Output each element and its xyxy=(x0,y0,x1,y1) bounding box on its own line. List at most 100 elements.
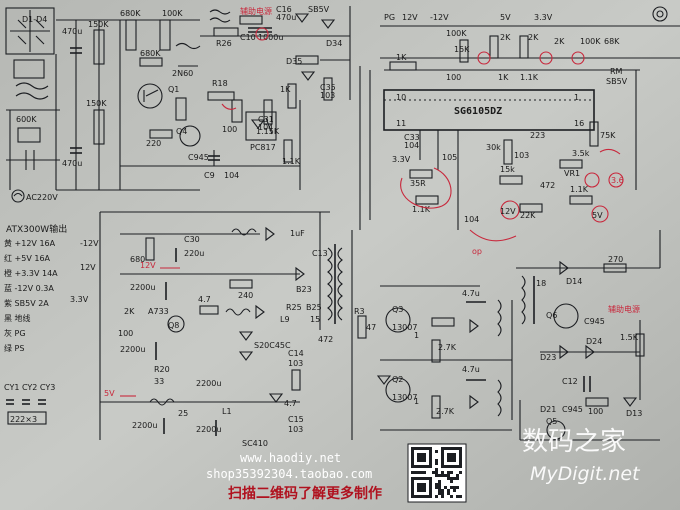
r-240-label: 240 xyxy=(238,291,253,300)
r-11k-top: 1.1K xyxy=(520,73,539,82)
r20-label: R20 xyxy=(154,365,170,374)
r-15k-right: 1.5K xyxy=(620,333,639,342)
c-223-label: 223 xyxy=(530,131,545,140)
b23-label: B23 xyxy=(296,285,312,294)
r-35r-label: 35R xyxy=(410,179,426,188)
l1-label: L1 xyxy=(222,407,232,416)
v12-top-label: 12V xyxy=(402,13,418,22)
q2-label: Q2 xyxy=(392,375,403,384)
qr-module xyxy=(411,471,414,474)
qr-module xyxy=(438,474,441,477)
qr-module xyxy=(441,495,444,498)
c31-label: C31 xyxy=(258,115,274,124)
r-11k-fb-label: 1.1K xyxy=(570,185,589,194)
q8-label: Q8 xyxy=(168,321,179,330)
r-18-label: 18 xyxy=(536,279,546,288)
d-2n60-label: 2N60 xyxy=(172,69,193,78)
vr1-label: VR1 xyxy=(564,169,580,178)
qr-module xyxy=(444,474,447,477)
top-rail-strip: PG 12V -12V 5V 3.3V 100K 15K 2K 2K 2K 10… xyxy=(380,6,680,82)
cy-caps-label: CY1 CY2 CY3 xyxy=(4,383,55,392)
r-30k-label: 30k xyxy=(486,143,501,152)
r-220-label: 220 xyxy=(146,139,161,148)
qr-module xyxy=(435,471,438,474)
r-1-a: 1 xyxy=(414,331,419,340)
r-27k-1: 2.7K xyxy=(438,343,457,352)
aux-power-section: R26 辅助电源 C10 1000u C16 470u SB5V D34 D35… xyxy=(200,5,351,166)
c-2200-3: 2200u xyxy=(196,379,221,388)
d13-label: D13 xyxy=(626,409,642,418)
qr-module xyxy=(441,489,444,492)
c14-value: 103 xyxy=(288,359,303,368)
r18-label: R18 xyxy=(212,79,228,88)
shop-url-1: www.haodiy.net xyxy=(240,451,341,465)
c10-value: 1000u xyxy=(258,33,283,42)
c10-label: C10 xyxy=(240,33,256,42)
c945-3-label: C945 xyxy=(562,405,583,414)
aux-power-top-label: 辅助电源 xyxy=(240,6,272,16)
qr-module xyxy=(432,471,435,474)
d24-label: D24 xyxy=(586,337,602,346)
bridge-label: D1-D4 xyxy=(22,15,47,24)
pg-top-label: PG xyxy=(384,13,395,22)
c-cap-2200-1: 2200u xyxy=(130,283,155,292)
site-name-en: MyDigit.net xyxy=(530,463,641,485)
q4-label: Q4 xyxy=(176,127,187,136)
qr-module xyxy=(423,471,426,474)
r-680-label: 680 xyxy=(130,255,145,264)
c-472-label: 472 xyxy=(540,181,555,190)
r-75k-label: 75K xyxy=(600,131,616,140)
chip-pin-1: 1 xyxy=(574,93,579,102)
qr-module xyxy=(456,486,459,489)
r26-label: R26 xyxy=(216,39,232,48)
half-bridge-section: R3 47 Q3 13007 Q2 13007 2.7K 4.7u 2.7K 4… xyxy=(351,230,513,440)
sb5v-chip-label: SB5V xyxy=(606,77,628,86)
r-2k-sec-label: 2K xyxy=(124,307,135,316)
v33-top-label: 3.3V xyxy=(534,13,553,22)
d21-label: D21 xyxy=(540,405,556,414)
qr-module xyxy=(447,471,450,474)
c33-value: 104 xyxy=(404,141,419,150)
qr-module xyxy=(447,477,450,480)
r-100-sec-label: 100 xyxy=(118,329,133,338)
c16-label: C16 xyxy=(276,5,292,14)
r3-label: R3 xyxy=(354,307,365,316)
c-105-label: 105 xyxy=(442,153,457,162)
r-27k-2: 2.7K xyxy=(436,407,455,416)
q1-label: Q1 xyxy=(168,85,179,94)
output-row: 紫 SB5V 2A xyxy=(4,299,49,308)
c-472-sec-label: 472 xyxy=(318,335,333,344)
c35-value: 103 xyxy=(320,91,335,100)
d23-label: D23 xyxy=(540,353,556,362)
output-row: 红 +5V 16A xyxy=(4,253,51,263)
q6-label: Q6 xyxy=(546,311,557,320)
qr-module xyxy=(450,471,453,474)
atx-title: ATX300W输出 xyxy=(6,223,67,235)
qr-module xyxy=(435,486,438,489)
pc817-label: PC817 xyxy=(250,143,276,152)
fb-5v-label: 5V xyxy=(592,211,603,220)
v33-sec-label: 3.3V xyxy=(70,295,89,304)
qr-module xyxy=(441,471,444,474)
v5-top-label: 5V xyxy=(500,13,511,22)
c9-value: 104 xyxy=(224,171,239,180)
qr-module xyxy=(417,471,420,474)
qr-module xyxy=(453,489,456,492)
c14-label: C14 xyxy=(288,349,304,358)
r-25-label: 25 xyxy=(178,409,188,418)
qr-module xyxy=(438,480,441,483)
c945-1-label: C945 xyxy=(188,153,209,162)
c-2200-2: 2200u xyxy=(120,345,145,354)
a733-label: A733 xyxy=(148,307,169,316)
qr-module xyxy=(438,483,441,486)
d34-label: D34 xyxy=(326,39,342,48)
c30-value: 220u xyxy=(184,249,204,258)
ac-input-label: AC220V xyxy=(26,193,58,202)
qr-module xyxy=(435,462,438,465)
d35-label: D35 xyxy=(286,57,302,66)
qr-module xyxy=(459,471,462,474)
output-row: 绿 PS xyxy=(4,344,24,353)
c16-value: 470u xyxy=(276,13,296,22)
